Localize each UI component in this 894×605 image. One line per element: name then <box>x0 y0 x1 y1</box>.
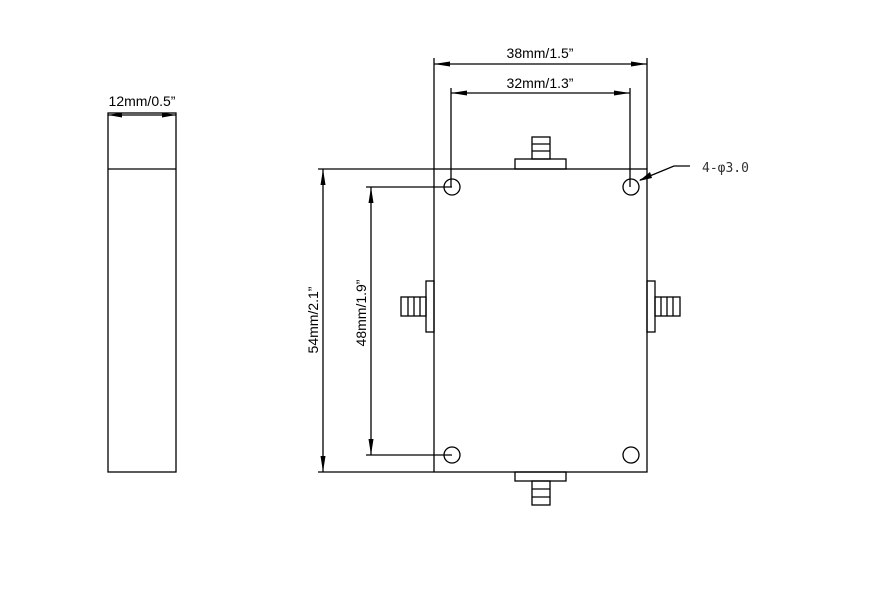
top-connector-pin <box>531 136 551 160</box>
thickness-label: 12mm/0.5” <box>109 93 176 109</box>
arrow <box>162 112 176 118</box>
side-view: 12mm/0.5” <box>107 93 177 473</box>
width-dimensions: 38mm/1.5” 32mm/1.3” <box>433 45 648 187</box>
front-view <box>400 136 681 506</box>
bottom-connector-flange <box>514 471 567 482</box>
height-dimensions: 54mm/2.1” 48mm/1.9” <box>305 168 452 473</box>
bottom-connector-pin <box>531 480 551 506</box>
hole-width-label: 32mm/1.3” <box>507 75 574 91</box>
mounting-hole <box>622 178 640 196</box>
top-connector-flange <box>514 158 567 170</box>
main-body <box>433 168 648 473</box>
hole-callout: 4-φ3.0 <box>639 161 749 181</box>
right-connector-flange <box>646 280 656 333</box>
outer-height-label: 54mm/2.1” <box>305 286 321 353</box>
hole-height-label: 48mm/1.9” <box>353 279 369 346</box>
left-connector-flange <box>425 280 435 333</box>
side-body <box>107 112 177 473</box>
mounting-hole <box>622 446 640 464</box>
arrow <box>108 112 122 118</box>
outer-width-label: 38mm/1.5” <box>507 45 574 61</box>
hole-spec-label: 4-φ3.0 <box>702 161 749 176</box>
